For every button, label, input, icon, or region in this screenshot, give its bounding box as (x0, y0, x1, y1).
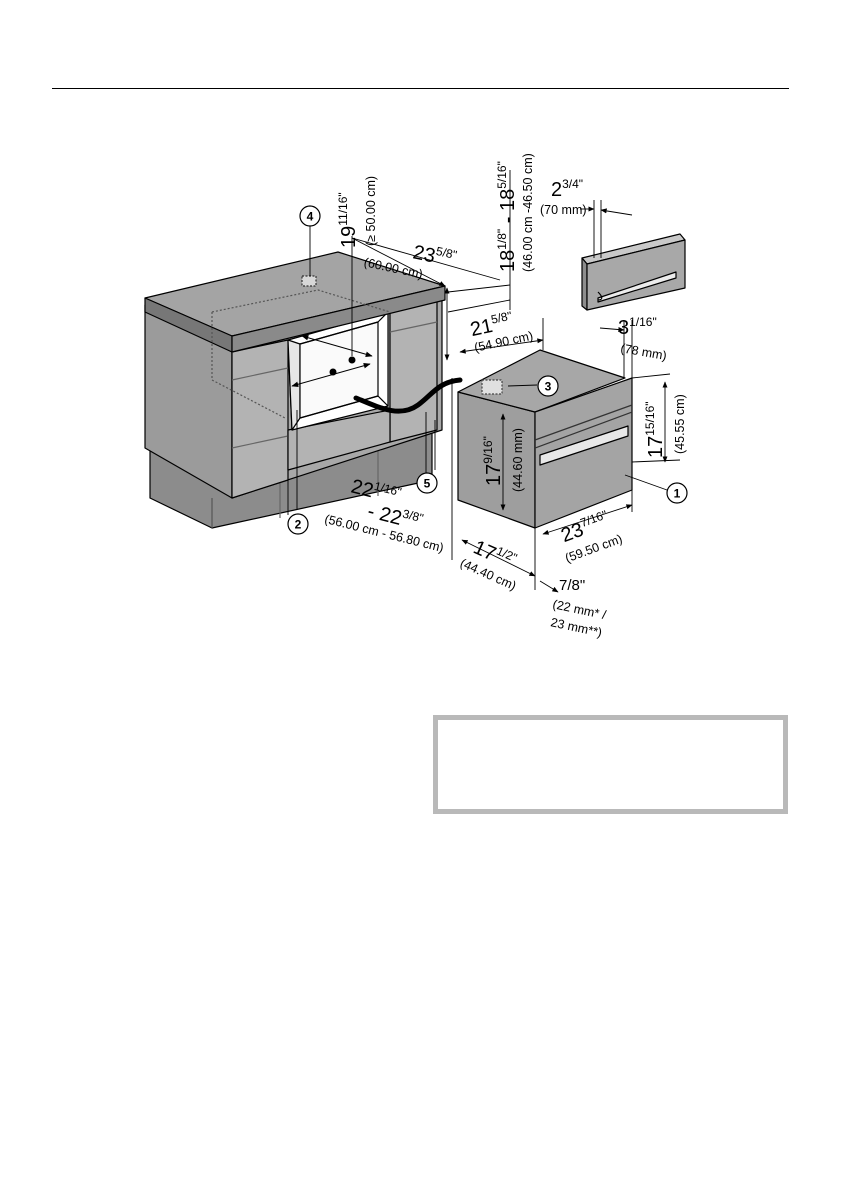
door-detail (582, 234, 685, 310)
callout-2: 2 (288, 514, 308, 534)
svg-text:5: 5 (424, 477, 431, 491)
svg-text:(44.60 mm): (44.60 mm) (511, 428, 525, 492)
svg-text:(45.55 cm): (45.55 cm) (673, 394, 687, 454)
handle-depth-label: 23/4" (70 mm) (540, 177, 587, 217)
svg-text:(46.00 cm -46.50 cm): (46.00 cm -46.50 cm) (521, 153, 535, 272)
svg-text:1715/16": 1715/16" (643, 401, 667, 458)
svg-text:2: 2 (295, 518, 302, 532)
door-thickness-label: 7/8" (22 mm* / 23 mm**) (549, 577, 607, 640)
callout-5: 5 (417, 473, 437, 493)
svg-text:1911/16": 1911/16" (336, 192, 360, 248)
oven-width-label: 171/2" (44.40 cm) (458, 532, 529, 593)
svg-text:(78 mm): (78 mm) (619, 341, 667, 363)
door-offset-label: 31/16" (78 mm) (618, 315, 668, 363)
svg-text:7/8": 7/8" (559, 577, 585, 594)
callout-3: 3 (538, 376, 558, 396)
svg-text:4: 4 (307, 210, 314, 224)
niche-height-label: 1911/16" (≥ 50.00 cm) (336, 176, 378, 248)
svg-text:(70 mm): (70 mm) (540, 203, 587, 217)
oven-depth-label: 215/8" (54.90 cm) (468, 305, 534, 355)
svg-text:181/8" - 185/16": 181/8" - 185/16" (495, 161, 519, 272)
callout-1: 1 (667, 483, 687, 503)
clear-height-label: 181/8" - 185/16" (46.00 cm -46.50 cm) (495, 153, 535, 272)
svg-text:31/16": 31/16" (618, 315, 657, 339)
callout-4: 4 (300, 206, 320, 226)
built-in-dimensions-diagram: 1 2 3 4 5 1911/16" (≥ 50.00 cm) 235/8" (… (0, 0, 841, 700)
svg-text:23/4": 23/4" (551, 177, 583, 201)
svg-text:3: 3 (545, 380, 552, 394)
note-box (433, 715, 788, 814)
svg-text:(≥ 50.00 cm): (≥ 50.00 cm) (364, 176, 378, 246)
svg-text:1: 1 (674, 487, 681, 501)
